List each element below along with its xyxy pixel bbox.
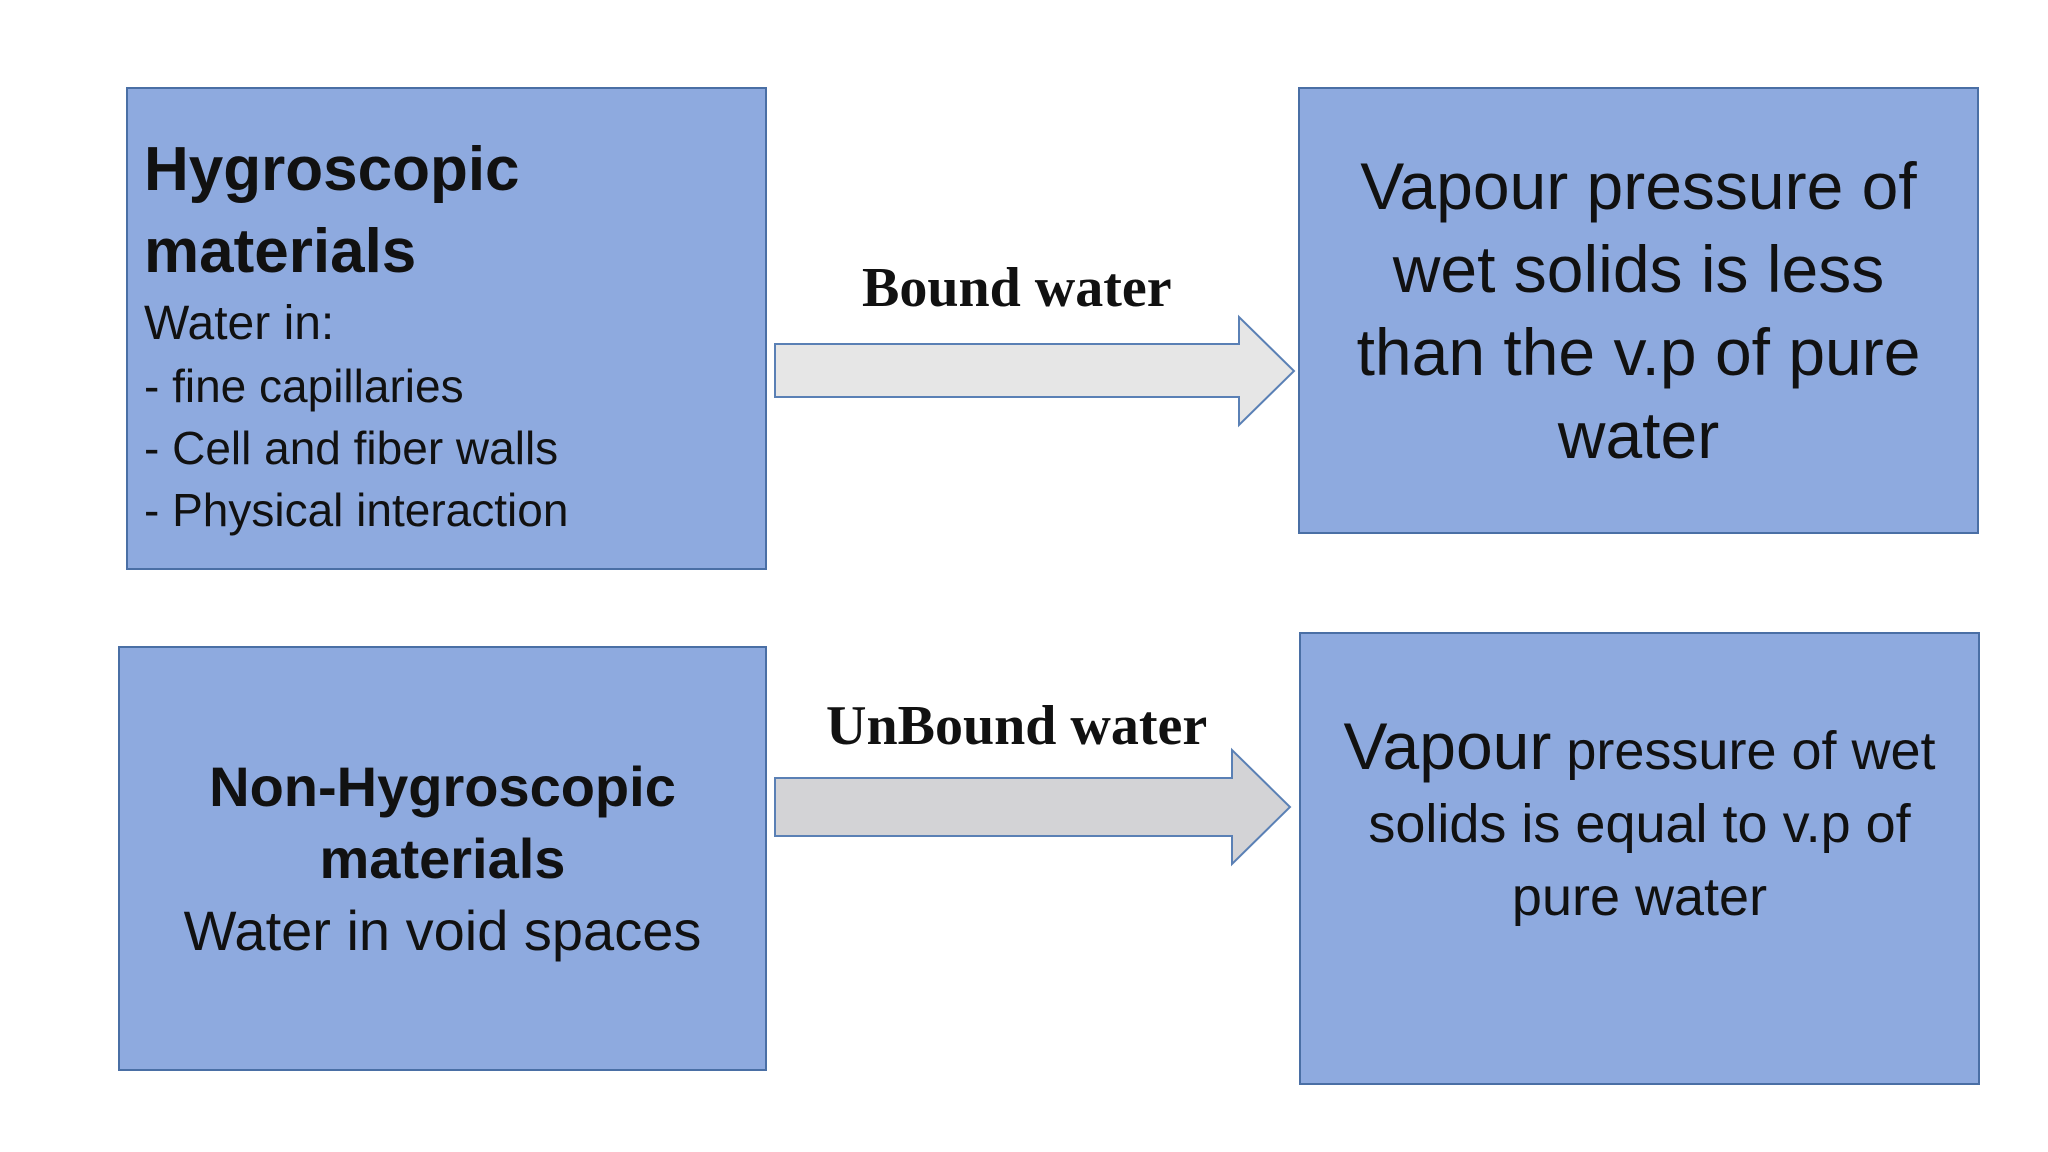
unbound-arrow-icon [774,747,1292,867]
vp-equal-line-2: solids is equal to v.p of [1368,794,1911,854]
vapour-pressure-less-box: Vapour pressure of wet solids is less th… [1298,87,1979,534]
vp-equal-line-1: Vapour pressure of wet [1327,710,1951,788]
vp-equal-spacer [1616,934,1663,1007]
hygroscopic-bullet: - Cell and fiber walls [144,422,559,474]
non-hygroscopic-box: Non-Hygroscopic materials Water in void … [118,646,767,1071]
non-hygroscopic-text-group: Non-Hygroscopic materials Water in void … [184,751,702,967]
vp-less-line: Vapour pressure of [1360,148,1917,223]
non-hygroscopic-title-line1: Non-Hygroscopic [209,754,676,818]
bound-arrow-shape [774,314,1296,428]
hygroscopic-box: Hygroscopic materials Water in: - fine c… [126,87,767,570]
bound-arrow-icon [774,314,1296,428]
hygroscopic-bullet: - Physical interaction [144,484,569,536]
vp-less-line: water [1557,397,1720,472]
vp-less-line: than the v.p of pure [1356,314,1921,389]
unbound-water-label: UnBound water [826,695,1208,757]
vapour-pressure-equal-box: Vapour pressure of wet solids is equal t… [1299,632,1980,1085]
hygroscopic-bullet: - fine capillaries [144,360,464,412]
vp-equal-first-word: Vapour [1343,709,1552,783]
vp-equal-line-1-rest: pressure of wet [1551,721,1936,781]
hygroscopic-title-line1: Hygroscopic [144,135,520,204]
non-hygroscopic-title-line2: materials [319,826,566,890]
hygroscopic-subtitle: Water in: [144,297,335,350]
hygroscopic-title-line2: materials [144,217,417,286]
bound-water-label: Bound water [862,257,1172,319]
vp-less-line: wet solids is less [1392,231,1885,306]
non-hygroscopic-subtitle: Water in void spaces [183,898,702,962]
vp-equal-line-3: pure water [1511,867,1768,927]
unbound-arrow-shape [774,747,1292,867]
